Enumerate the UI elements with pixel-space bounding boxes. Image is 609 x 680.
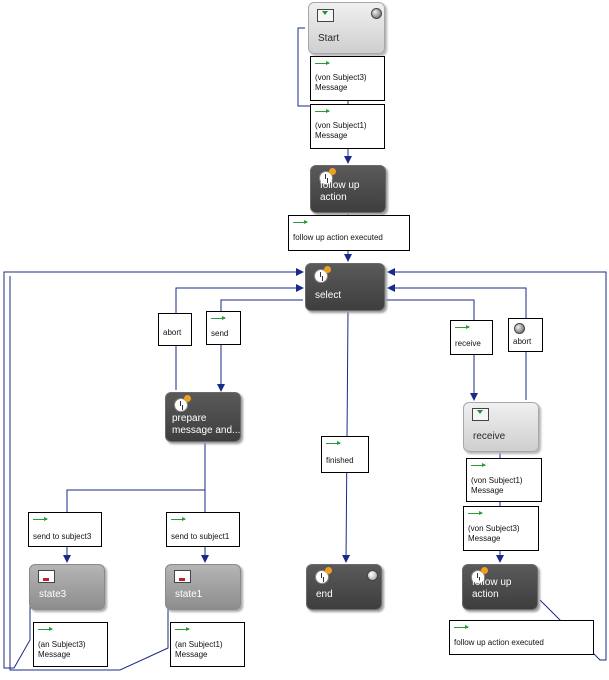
prepare-message-label: prepare message and...	[172, 413, 241, 436]
follow-up-action-label-1: follow up action	[320, 180, 360, 203]
label-abort-right[interactable]: abort	[508, 318, 543, 352]
green-arrow-icon	[326, 441, 341, 445]
label-recv-von-subject1[interactable]: (von Subject1) Message	[466, 458, 542, 502]
label-abort-right-text: abort	[513, 337, 532, 346]
state1-label: state1	[175, 589, 203, 600]
end-state-label: end	[316, 589, 333, 600]
label-recv-von-subject3[interactable]: (von Subject3) Message	[463, 506, 539, 551]
green-arrow-icon	[455, 325, 470, 329]
knob-icon	[514, 323, 525, 334]
label-send-to-subject3[interactable]: send to subject3	[28, 512, 102, 547]
green-arrow-icon	[293, 220, 308, 224]
prepare-message-state[interactable]: prepare message and...	[165, 392, 241, 442]
green-arrow-icon	[315, 61, 330, 65]
green-arrow-icon	[175, 627, 190, 631]
edge-state3-select	[3, 268, 304, 669]
label-send-to-subject3-text: send to subject3	[33, 532, 92, 541]
label-an-subject3-text: (an Subject3) Message	[38, 640, 86, 659]
label-von-subject3[interactable]: (von Subject3) Message	[310, 56, 385, 101]
start-state[interactable]: Start	[308, 2, 385, 54]
edge-send	[217, 299, 303, 392]
label-von-subject1[interactable]: (von Subject1) Message	[310, 104, 385, 149]
label-recv-von-subject3-text: (von Subject3) Message	[468, 524, 520, 543]
label-recv-von-subject1-text: (von Subject1) Message	[471, 476, 523, 495]
label-receive[interactable]: receive	[450, 320, 493, 355]
clock-icon	[319, 168, 336, 185]
label-an-subject3[interactable]: (an Subject3) Message	[33, 622, 108, 667]
label-an-subject1[interactable]: (an Subject1) Message	[170, 622, 245, 667]
clock-icon	[471, 567, 488, 584]
receive-state-label: receive	[473, 431, 506, 442]
edge-receive	[386, 299, 478, 401]
clock-icon	[174, 395, 191, 412]
green-arrow-icon	[33, 517, 48, 521]
end-knob-icon	[367, 570, 378, 581]
state3-label: state3	[39, 589, 67, 600]
green-arrow-icon	[38, 627, 53, 631]
send-message-icon	[174, 570, 191, 583]
clock-icon	[314, 266, 331, 283]
label-abort-left-text: abort	[163, 328, 182, 337]
label-send-text: send	[211, 329, 229, 338]
label-follow-up-executed-2[interactable]: follow up action executed	[449, 620, 594, 655]
select-state-label: select	[315, 290, 342, 301]
label-follow-up-executed-1[interactable]: follow up action executed	[288, 215, 410, 251]
edge-state1-select	[9, 276, 169, 671]
label-von-subject3-text: (von Subject3) Message	[315, 73, 367, 92]
label-finished-text: finished	[326, 456, 354, 465]
green-arrow-icon	[468, 511, 483, 515]
state1[interactable]: state1	[165, 564, 241, 610]
green-arrow-icon	[471, 463, 486, 467]
label-finished[interactable]: finished	[321, 436, 369, 473]
label-follow-up-executed-2-text: follow up action executed	[454, 638, 544, 647]
label-receive-text: receive	[455, 339, 481, 348]
label-send-to-subject1[interactable]: send to subject1	[166, 512, 240, 547]
send-message-icon	[38, 570, 55, 583]
follow-up-action-state-1[interactable]: follow up action	[310, 165, 386, 213]
receive-state[interactable]: receive	[463, 402, 539, 452]
state3[interactable]: state3	[29, 564, 105, 610]
follow-up-action-label-2: follow up action	[472, 577, 512, 600]
follow-up-action-state-2[interactable]: follow up action	[462, 564, 538, 610]
end-state[interactable]: end	[306, 564, 382, 610]
envelope-icon	[317, 9, 334, 22]
green-arrow-icon	[454, 625, 469, 629]
label-follow-up-executed-1-text: follow up action executed	[293, 233, 383, 242]
edge-abort-right	[387, 284, 527, 400]
label-send-to-subject1-text: send to subject1	[171, 532, 230, 541]
label-abort-left[interactable]: abort	[158, 313, 192, 346]
start-knob-icon	[371, 8, 382, 19]
label-an-subject1-text: (an Subject1) Message	[175, 640, 223, 659]
label-von-subject1-text: (von Subject1) Message	[315, 121, 367, 140]
start-state-label: Start	[318, 33, 340, 44]
envelope-icon	[472, 408, 489, 421]
green-arrow-icon	[171, 517, 186, 521]
green-arrow-icon	[211, 316, 226, 320]
clock-icon	[315, 567, 332, 584]
edge-abort-left	[175, 284, 304, 390]
label-send[interactable]: send	[206, 311, 241, 345]
green-arrow-icon	[315, 109, 330, 113]
select-state[interactable]: select	[305, 263, 385, 311]
